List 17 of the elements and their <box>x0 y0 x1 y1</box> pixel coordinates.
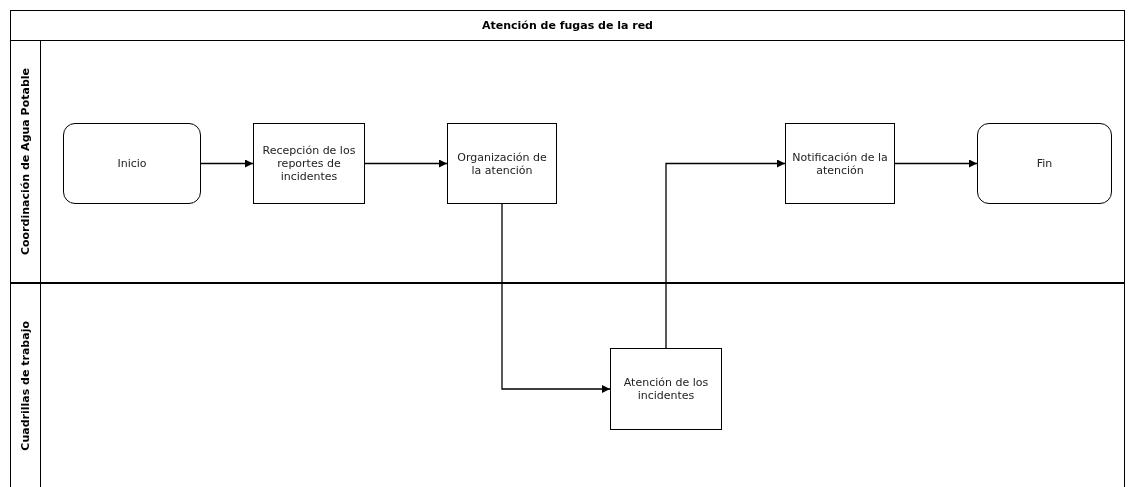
arrow <box>364 159 448 168</box>
swimlane <box>10 283 1125 487</box>
process-box: Organización de la atención <box>447 123 557 204</box>
arrow <box>665 159 786 349</box>
lane-label: Cuadrillas de trabajo <box>19 320 32 451</box>
arrow <box>501 203 611 393</box>
swimlane <box>10 40 1125 283</box>
process-box: Notificación de la atención <box>785 123 895 204</box>
terminal-box: Inicio <box>63 123 201 204</box>
arrow <box>894 159 978 168</box>
arrow <box>200 159 254 168</box>
lane-label: Coordinación de Agua Potable <box>19 67 32 256</box>
pool-frame <box>10 10 1125 487</box>
terminal-box: Fin <box>977 123 1112 204</box>
process-box: Recepción de los reportes de incidentes <box>253 123 365 204</box>
process-box: Atención de los incidentes <box>610 348 722 430</box>
pool-title: Atención de fugas de la red <box>11 11 1124 41</box>
